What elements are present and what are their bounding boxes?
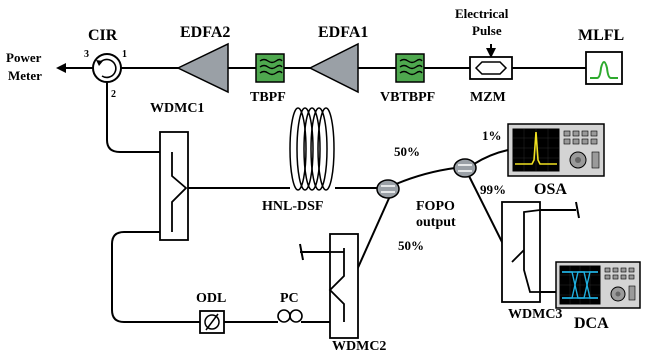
cir-port-2: 2: [111, 89, 116, 100]
cir-port-3: 3: [84, 49, 89, 60]
edfa2-amplifier-icon: [176, 42, 229, 94]
coupler-1: 50% 50% FOPO output: [376, 144, 456, 253]
split-99-label: 99%: [480, 182, 506, 197]
hnl-dsf-coil: HNL-DSF: [262, 107, 335, 214]
odl: ODL: [196, 291, 226, 334]
power-meter-label-line2: Meter: [8, 68, 42, 83]
wdmc2: WDMC2: [328, 233, 386, 353]
pc-loop-icon-1: [277, 309, 291, 323]
osa-instrument: OSA: [507, 123, 605, 198]
mlfl-laser-box: [585, 51, 623, 85]
circulator: CIR 1 2 3: [84, 27, 127, 100]
dca-instrument: DCA: [555, 261, 641, 332]
fiber-coupler2-to-osa: [473, 149, 509, 165]
electrical-pulse-label-line2: Pulse: [472, 23, 502, 38]
edfa1: EDFA1: [308, 24, 368, 94]
pc-label: PC: [280, 291, 299, 306]
edfa1-label: EDFA1: [318, 24, 368, 41]
edfa2: EDFA2: [176, 24, 230, 94]
vbtbpf: VBTBPF: [380, 53, 435, 105]
pc: PC: [277, 291, 303, 323]
odl-delay-icon: [204, 314, 220, 330]
mzm: MZM Electrical Pulse: [455, 6, 513, 105]
mlfl-label: MLFL: [578, 27, 624, 44]
coupler-2: 1% 99%: [453, 128, 506, 197]
split-1-label: 1%: [482, 128, 502, 143]
split-50-top-label: 50%: [394, 144, 420, 159]
mlfl-pulse-icon: [590, 61, 618, 79]
cir-port-1: 1: [122, 49, 127, 60]
wdmc1-label: WDMC1: [150, 101, 204, 116]
fiber-wdmc1-loop: [111, 231, 200, 323]
tbpf-label: TBPF: [250, 90, 286, 105]
osa-label: OSA: [534, 181, 567, 198]
cir-label: CIR: [88, 27, 118, 44]
edfa2-label: EDFA2: [180, 24, 230, 41]
tbpf: TBPF: [250, 53, 286, 105]
vbtbpf-filter-icon: [395, 53, 425, 83]
fopo-output-label-line1: FOPO: [416, 199, 455, 214]
fiber-coupler1-to-coupler2: [395, 167, 456, 185]
edfa1-amplifier-icon: [308, 42, 359, 94]
osa-spectrum-trace: [515, 131, 557, 165]
fiber-cir-to-wdmc1: [106, 82, 172, 153]
hnl-dsf-label: HNL-DSF: [262, 199, 323, 214]
dca-label: DCA: [574, 315, 609, 332]
split-50-bottom-label: 50%: [398, 238, 424, 253]
mlfl: MLFL: [578, 27, 624, 85]
pc-loop-icon-2: [289, 309, 303, 323]
wdmc2-label: WDMC2: [332, 339, 386, 353]
coupler-2-icon: [453, 158, 477, 178]
vbtbpf-label: VBTBPF: [380, 90, 435, 105]
fiber-wdmc3-reject-end: [575, 201, 580, 219]
odl-label: ODL: [196, 291, 226, 306]
mzm-label: MZM: [470, 90, 506, 105]
wdmc3-label: WDMC3: [508, 307, 562, 322]
power-meter-label-line1: Power: [6, 50, 42, 65]
fiber-wdmc2-reject-end: [299, 243, 304, 261]
circulator-rotation-icon: [98, 58, 117, 79]
coupler-1-icon: [376, 179, 400, 199]
wdmc1: WDMC1: [150, 101, 204, 241]
electrical-pulse-label-line1: Electrical: [455, 6, 509, 21]
fopo-output-label-line2: output: [416, 215, 456, 230]
wdmc3: WDMC3: [501, 201, 562, 322]
dca-eye-trace: [562, 271, 598, 299]
